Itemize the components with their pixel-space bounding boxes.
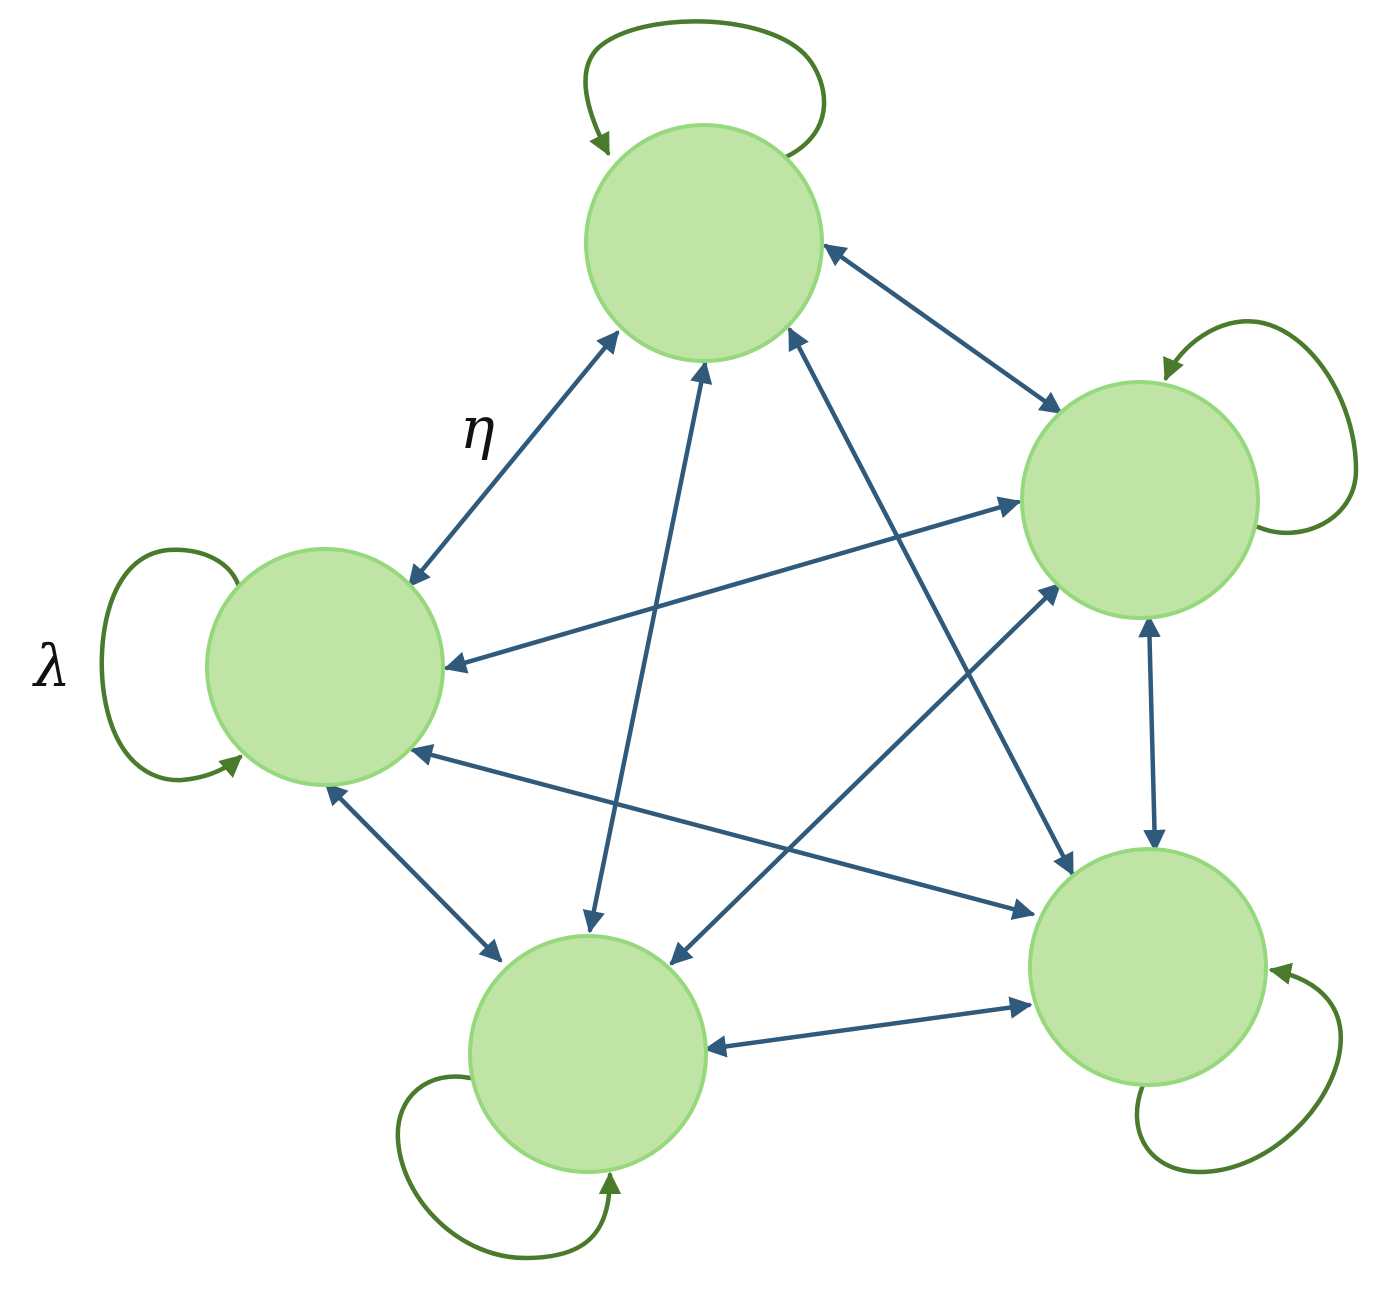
- edge-right-left: [443, 496, 1022, 674]
- nodes: [205, 123, 1268, 1174]
- node-top: [584, 123, 824, 363]
- edge-label-eta: η: [460, 394, 495, 462]
- self-loop-left: [99, 547, 243, 783]
- edge-top-left: [407, 330, 620, 588]
- edge-bottomleft-bottomright: [703, 996, 1033, 1058]
- edge-left-bottomright: [409, 744, 1036, 920]
- edge-left-bottomleft: [324, 782, 503, 963]
- node-right: [1020, 380, 1260, 620]
- edges: [324, 243, 1166, 1058]
- self-loop-right: [1163, 318, 1359, 536]
- edge-top-right: [823, 243, 1063, 415]
- loop-label-lambda: λ: [32, 632, 71, 700]
- edge-top-bottomleft: [582, 360, 713, 934]
- edge-right-bottomright: [1138, 614, 1166, 853]
- self-loops: [99, 19, 1359, 1261]
- node-bottom-left: [468, 934, 708, 1174]
- self-loop-bottom-right: [1134, 962, 1343, 1175]
- self-loop-top: [583, 19, 827, 160]
- node-bottom-right: [1028, 847, 1268, 1087]
- node-left: [205, 547, 445, 787]
- self-loop-bottom-left: [395, 1074, 622, 1261]
- edge-top-bottomright: [787, 327, 1075, 876]
